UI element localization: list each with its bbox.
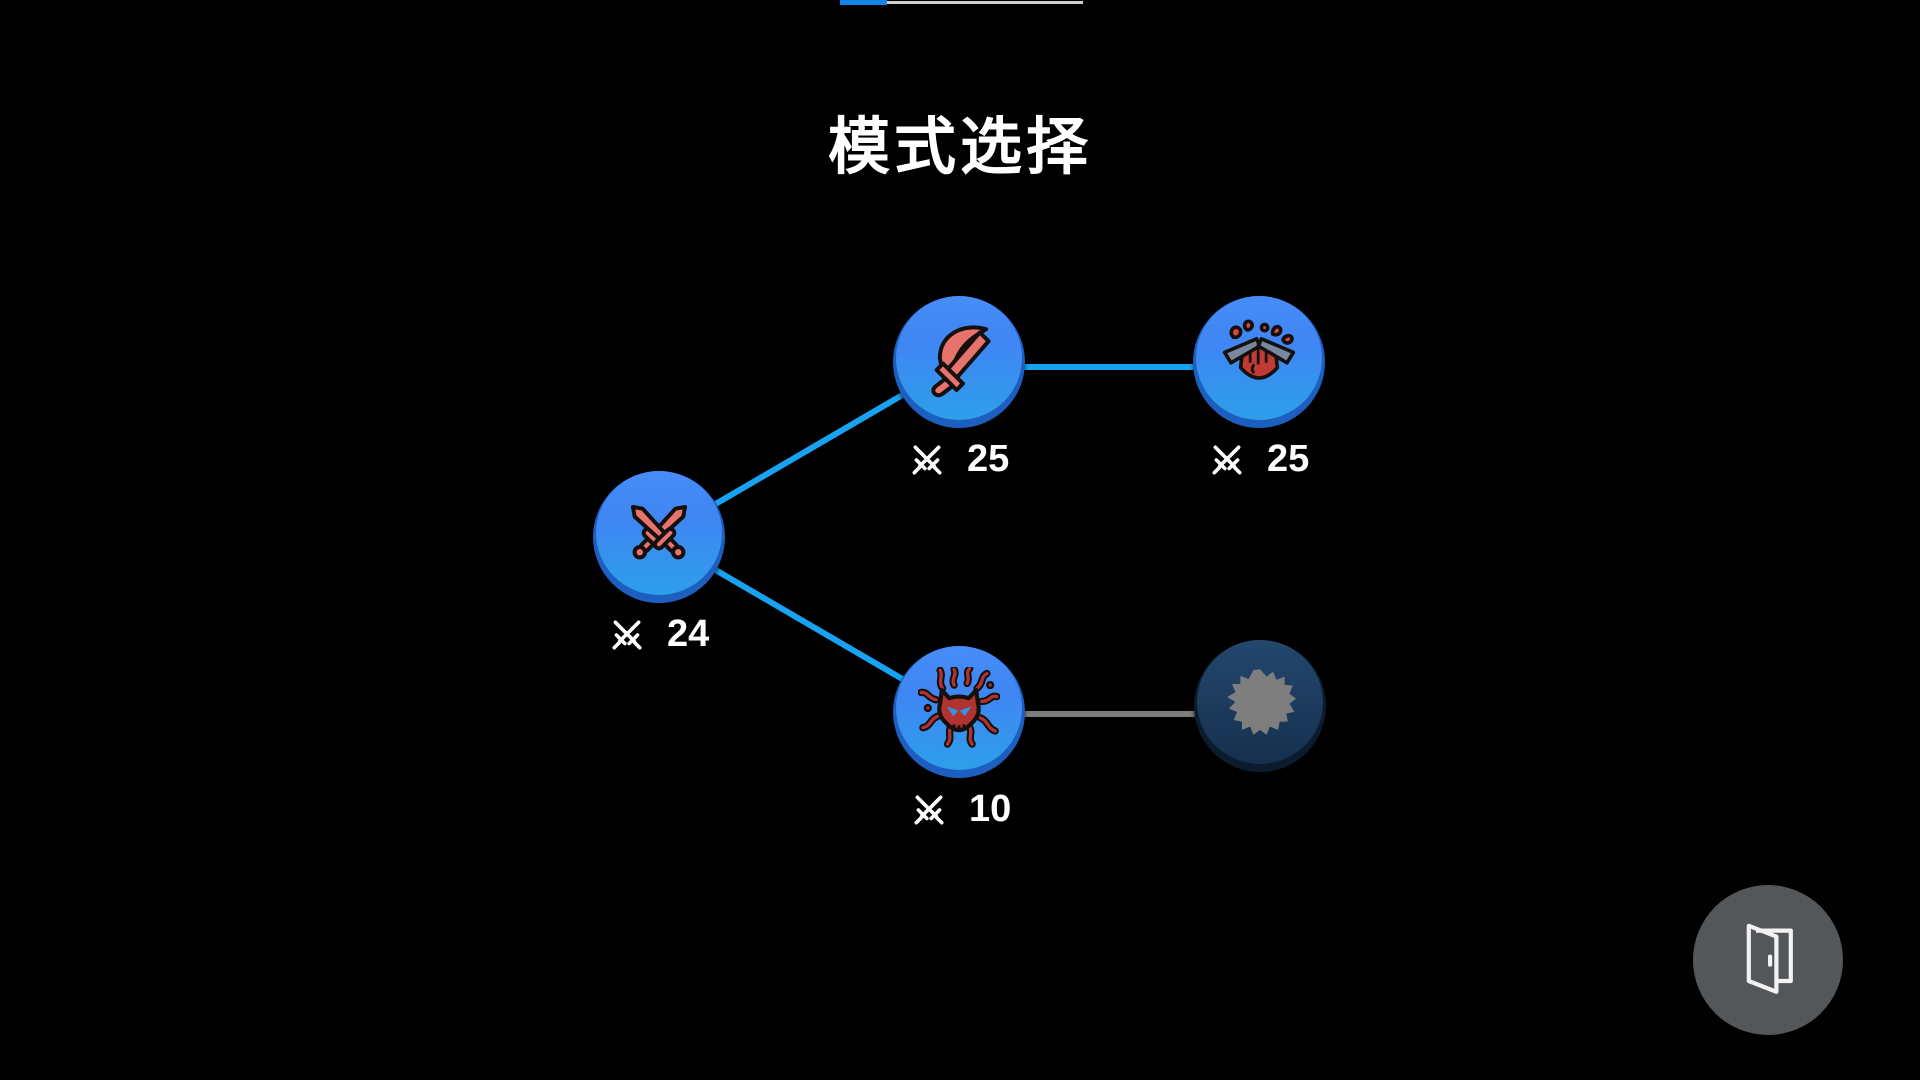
crossed-swords-icon [619,493,699,573]
crossed-swords-small-icon [912,444,942,475]
top-progress-fill [840,0,887,5]
mode-node-swarm[interactable] [893,646,1025,778]
shield-break-icon [1222,319,1296,380]
demon-swarm-icon [918,667,1000,748]
exit-button[interactable] [1693,885,1843,1035]
mode-node-breakthrough[interactable] [1193,296,1325,428]
battle-count-raid: 25 [909,438,1009,481]
battle-count-value: 25 [967,438,1010,480]
mode-node-start[interactable] [593,471,725,603]
crossed-swords-small-icon [612,619,642,650]
battle-count-value: 10 [969,788,1012,830]
crossed-swords-small-icon [1212,444,1242,475]
node-face [596,471,722,595]
mode-node-raid[interactable] [893,296,1025,428]
top-progress-track [887,1,1083,4]
scimitar-icon [931,325,991,398]
battle-count-value: 25 [1267,438,1310,480]
battle-count-start: 24 [609,613,709,656]
page-title: 模式选择 [827,113,1092,182]
node-face [1196,296,1322,420]
battle-count-breakthrough: 25 [1209,438,1309,481]
battle-count-value: 24 [667,613,710,655]
crossed-swords-small-icon [914,794,944,825]
open-door-icon [1746,923,1793,994]
node-face [1197,640,1323,764]
node-face [896,296,1022,420]
mode-node-locked[interactable] [1194,640,1326,772]
unknown-silhouette-icon [1227,669,1297,735]
node-face [896,646,1022,770]
battle-count-swarm: 10 [911,788,1011,831]
